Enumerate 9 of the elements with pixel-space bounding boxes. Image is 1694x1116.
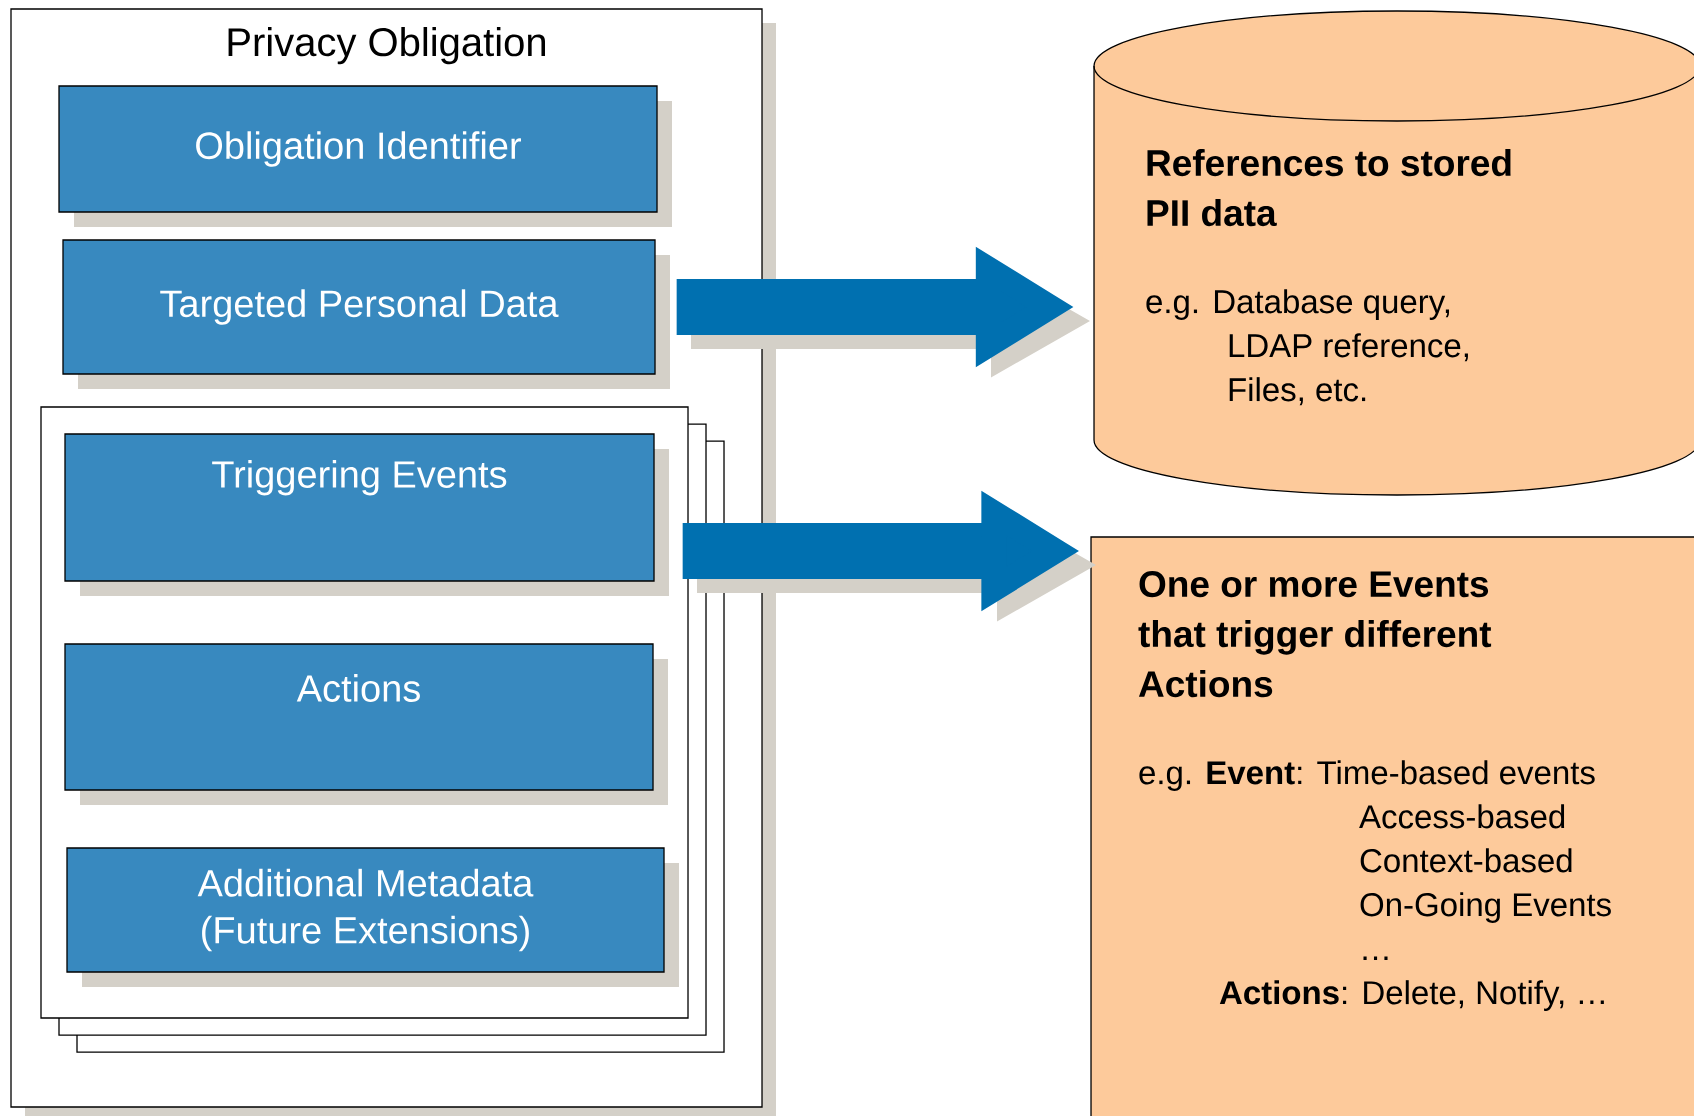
block-arrow: [676, 246, 1090, 378]
field-box: Obligation Identifier: [58, 85, 672, 227]
database-cylinder: References to stored PII data e.g. Database query, LDAP reference, Files, etc.: [1093, 10, 1694, 496]
field-box: Actions: [64, 643, 668, 805]
note-box: One or more Events that trigger different Actions e.g. Event: Time-based events Access-based Context-based On-Going Events … Actions: Delete, Notify, …: [1090, 536, 1694, 1116]
field-box: Triggering Events: [64, 433, 669, 596]
field-box: Targeted Personal Data: [62, 239, 670, 389]
field-box: Additional Metadata (Future Extensions): [66, 847, 679, 987]
block-arrow: [682, 490, 1096, 622]
